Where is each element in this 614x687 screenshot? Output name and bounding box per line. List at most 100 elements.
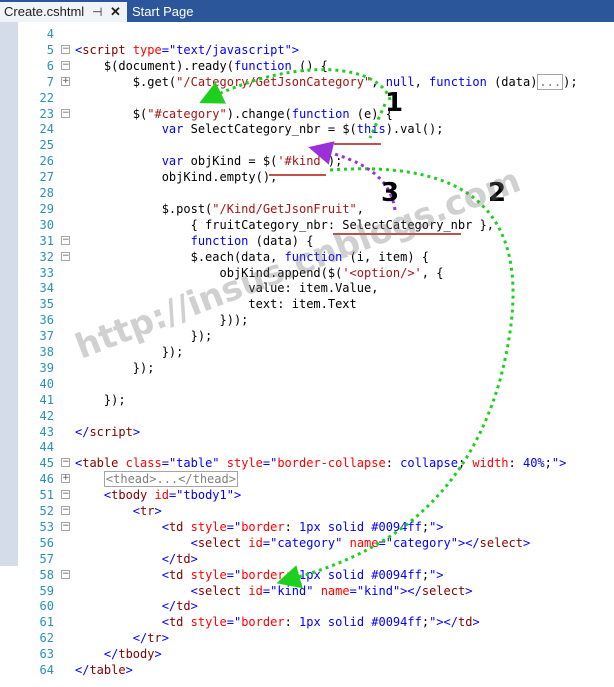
code-line[interactable]: 27 objKind.empty(); [0, 169, 614, 185]
collapsed-region[interactable]: ... [537, 73, 564, 90]
annotation-number-3: 3 [381, 178, 400, 208]
line-number: 62 [39, 631, 54, 646]
expand-icon[interactable]: + [61, 75, 70, 86]
close-icon[interactable]: ✕ [110, 4, 121, 19]
code-token: function [291, 106, 350, 121]
code-text: }); [75, 392, 126, 408]
code-text: }); [75, 328, 213, 344]
code-line[interactable]: 41 }); [0, 392, 614, 408]
code-token: < [132, 504, 141, 518]
line-number: 45 [39, 456, 54, 471]
code-line[interactable]: 7+ $.get("/Category/GetJsonCategory", nu… [0, 73, 614, 90]
line-number: 7 [46, 74, 54, 89]
code-text: <tbody id="tbody1"> [75, 487, 241, 503]
code-token: < [161, 519, 169, 534]
line-number: 30 [39, 217, 54, 232]
collapse-icon[interactable]: − [61, 250, 70, 261]
code-token: </ [132, 631, 148, 646]
code-token: "> [429, 567, 444, 582]
code-line[interactable]: 36 })); [0, 312, 614, 328]
collapse-icon[interactable]: − [61, 59, 70, 70]
code-line[interactable]: 64</table> [0, 662, 614, 678]
code-token: , [371, 74, 386, 89]
code-token: =" [226, 519, 242, 534]
line-number: 22 [39, 90, 54, 105]
code-text: </script> [75, 424, 140, 440]
code-line[interactable]: 28 [0, 185, 614, 201]
line-number: 43 [39, 424, 54, 439]
collapse-icon[interactable]: − [61, 489, 70, 500]
collapse-icon[interactable]: − [61, 457, 70, 468]
code-text: objKind.append($('<option/>', { [75, 265, 443, 281]
pin-icon[interactable]: ⊣ [92, 5, 103, 19]
code-token: > [472, 615, 480, 630]
code-text: <select id="category" name="category"></… [75, 535, 531, 551]
code-token: $.get( [75, 74, 177, 89]
code-token: ="category" [262, 535, 343, 550]
code-text: })); [75, 312, 248, 328]
code-line[interactable]: 52− <tr> [0, 503, 614, 519]
code-token: }); [75, 360, 155, 375]
code-line[interactable]: 59 <select id="kind" name="kind"></selec… [0, 583, 614, 599]
tab-create-cshtml[interactable]: Create.cshtml ⊣ ✕ [0, 2, 127, 22]
code-line[interactable]: 38 }); [0, 344, 614, 360]
code-line[interactable]: 34 value: item.Value, [0, 280, 614, 296]
line-number: 34 [39, 281, 54, 296]
collapse-icon[interactable]: − [61, 505, 70, 515]
code-token: border-collapse [277, 456, 386, 471]
code-token: =" [161, 42, 177, 57]
code-line[interactable]: 57 </td> [0, 551, 614, 567]
collapse-icon[interactable]: − [61, 568, 70, 579]
code-line[interactable]: 35 text: item.Text [0, 296, 614, 312]
code-line[interactable]: 22 [0, 90, 614, 106]
code-line[interactable]: 44 [0, 439, 614, 455]
code-line[interactable]: 42 [0, 408, 614, 424]
code-line[interactable]: 45−<table class="table" style="border-co… [0, 455, 614, 471]
collapse-icon[interactable]: − [61, 234, 70, 245]
tab-start-page[interactable]: Start Page [128, 2, 228, 22]
line-number: 25 [39, 138, 54, 153]
code-text: </td> [75, 598, 198, 614]
code-line[interactable]: 30 { fruitCategory_nbr: SelectCategory_n… [0, 217, 614, 233]
code-line[interactable]: 6− $(document).ready(function () { [0, 58, 614, 74]
code-line[interactable]: 5−<script type="text/javascript"> [0, 42, 614, 58]
code-token: function [233, 58, 292, 73]
code-line[interactable]: 26 var objKind = $('#kind'); [0, 153, 614, 169]
code-line[interactable]: 53− <td style="border: 1px solid #0094ff… [0, 519, 614, 535]
code-line[interactable]: 32− $.each(data, function (i, item) { [0, 249, 614, 265]
code-line[interactable]: 62 </tr> [0, 630, 614, 646]
code-line[interactable]: 46+ <thead>...</thead> [0, 471, 614, 488]
code-line[interactable]: 56 <select id="category" name="category"… [0, 535, 614, 551]
code-token [75, 615, 162, 629]
collapse-icon[interactable]: − [61, 107, 70, 118]
code-line[interactable]: 43 </script> [0, 424, 614, 440]
code-token: $.each(data, [75, 249, 285, 264]
code-token [75, 122, 162, 136]
code-line[interactable]: 33 objKind.append($('<option/>', { [0, 265, 614, 281]
code-line[interactable]: 4 [0, 26, 614, 42]
collapse-icon[interactable]: − [61, 520, 70, 531]
code-text: var objKind = $('#kind'); [75, 153, 343, 169]
code-line[interactable]: 60 </td> [0, 598, 614, 614]
code-token [75, 488, 104, 502]
code-token: select [197, 535, 242, 550]
code-line[interactable]: 51− <tbody id="tbody1"> [0, 487, 614, 503]
code-line[interactable]: 24 var SelectCategory_nbr = $(this).val(… [0, 121, 614, 137]
code-line[interactable]: 29 $.post("/Kind/GetJsonFruit", [0, 201, 614, 217]
code-line[interactable]: 25 [0, 137, 614, 153]
code-line[interactable]: 58− <td style="border: 1px solid #0094ff… [0, 567, 614, 583]
code-line[interactable]: 39 }); [0, 360, 614, 376]
line-number: 51 [39, 488, 54, 503]
line-number: 29 [39, 201, 54, 216]
expand-icon[interactable]: + [61, 473, 70, 484]
code-token: "> [284, 42, 300, 57]
collapsed-region[interactable]: <thead>...</thead> [103, 471, 238, 488]
code-text: var SelectCategory_nbr = $(this).val(); [75, 121, 444, 137]
code-line[interactable]: 37 }); [0, 328, 614, 344]
code-line[interactable]: 61 <td style="border: 1px solid #0094ff;… [0, 614, 614, 630]
code-line[interactable]: 23− $("#category").change(function (e) { [0, 106, 614, 122]
code-line[interactable]: 31− function (data) { [0, 233, 614, 249]
collapse-icon[interactable]: − [61, 43, 70, 54]
code-line[interactable]: 40 [0, 376, 614, 392]
code-line[interactable]: 63 </tbody> [0, 646, 614, 662]
